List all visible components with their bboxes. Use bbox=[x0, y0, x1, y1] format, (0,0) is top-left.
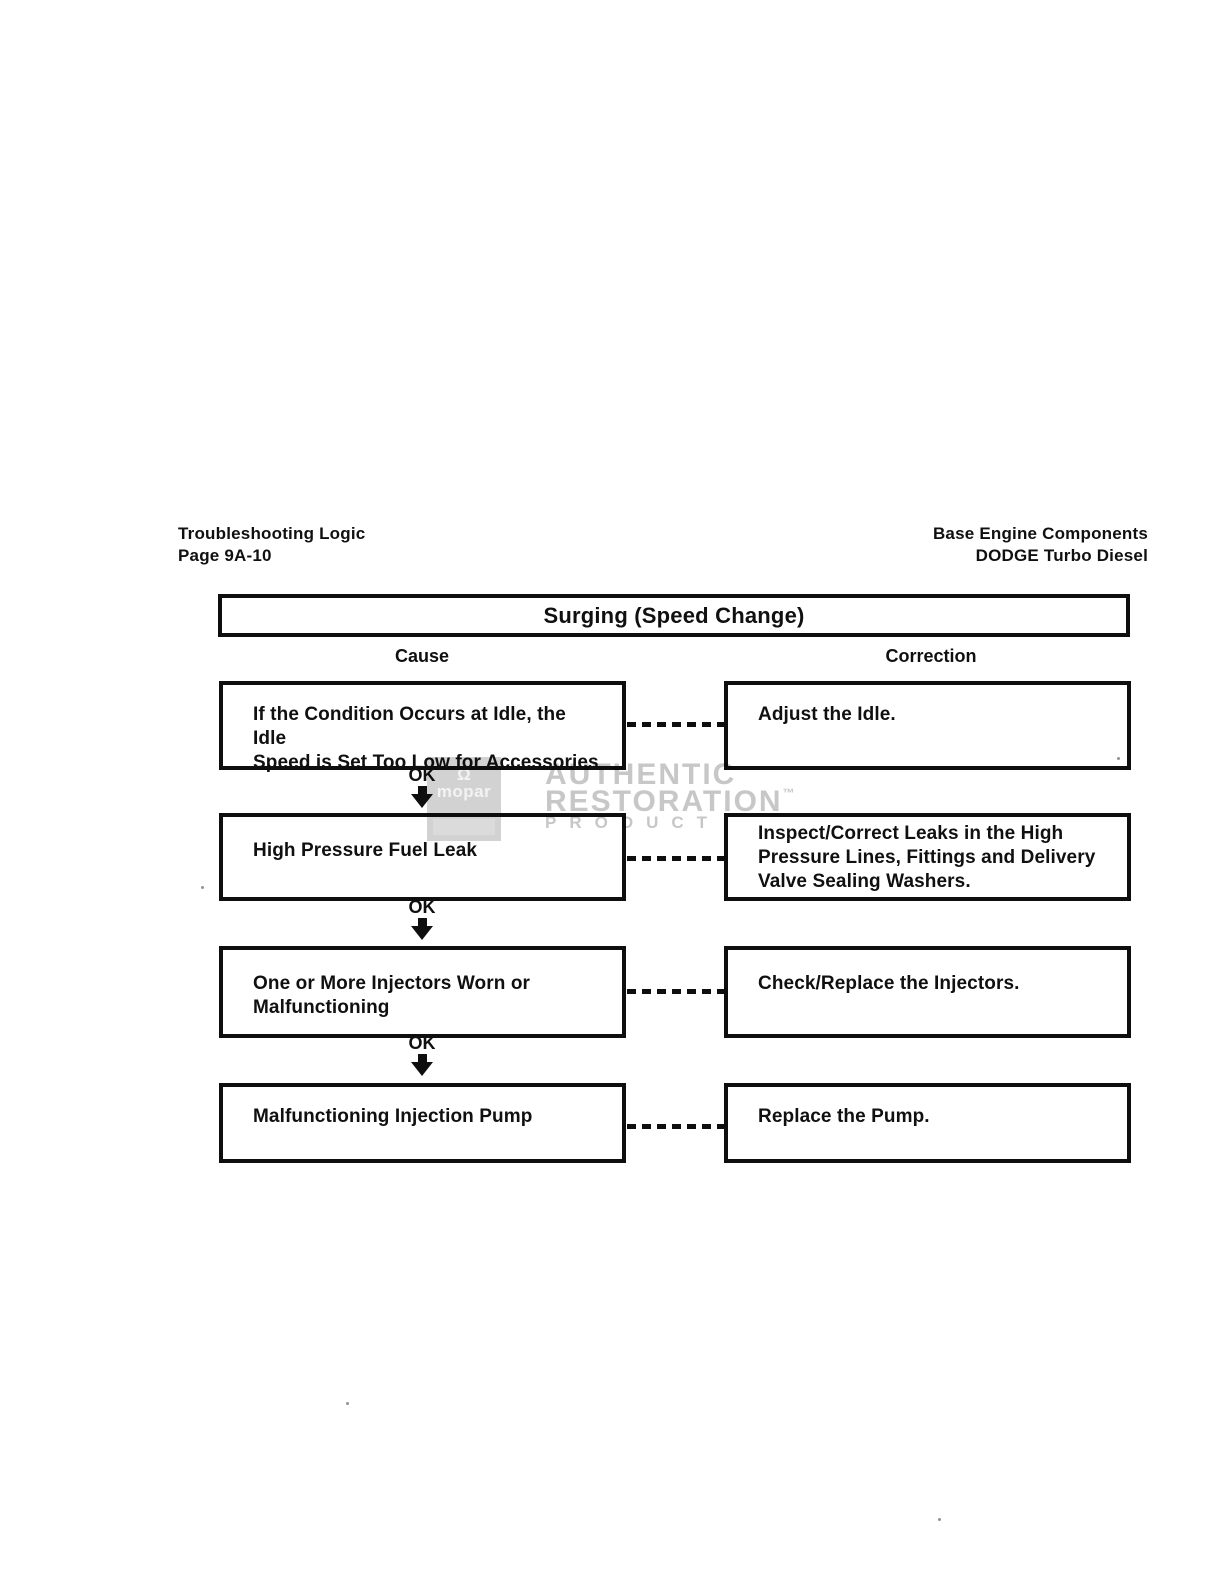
scan-speck bbox=[1117, 757, 1120, 760]
trademark-symbol: ™ bbox=[782, 786, 795, 800]
vehicle-title: DODGE Turbo Diesel bbox=[975, 546, 1148, 565]
scan-speck bbox=[201, 886, 204, 889]
connector-dashed-4 bbox=[627, 1124, 724, 1129]
flowchart-title: Surging (Speed Change) bbox=[543, 602, 805, 628]
cause-box-3: One or More Injectors Worn or Malfunctio… bbox=[219, 946, 626, 1038]
ok-label: OK bbox=[408, 765, 436, 785]
chapter-title: Base Engine Components bbox=[932, 524, 1148, 543]
cause-box-4: Malfunctioning Injection Pump bbox=[219, 1083, 626, 1163]
header-left: Troubleshooting Logic Page 9A-10 bbox=[178, 523, 365, 567]
ok-label: OK bbox=[408, 1033, 436, 1053]
cause-box-2: High Pressure Fuel Leak bbox=[219, 813, 626, 901]
header-right: Base Engine Components DODGE Turbo Diese… bbox=[933, 523, 1148, 567]
correction-box-4: Replace the Pump. bbox=[724, 1083, 1131, 1163]
correction-box-1: Adjust the Idle. bbox=[724, 681, 1131, 770]
correction-box-2: Inspect/Correct Leaks in the High Pressu… bbox=[724, 813, 1131, 901]
down-arrow-icon bbox=[417, 786, 427, 794]
ok-arrow-block-3: OK bbox=[397, 1034, 447, 1076]
down-arrow-icon bbox=[417, 918, 427, 926]
scan-speck bbox=[938, 1518, 941, 1521]
cause-box-1: If the Condition Occurs at Idle, the Idl… bbox=[219, 681, 626, 773]
section-title: Troubleshooting Logic bbox=[178, 524, 366, 543]
down-arrow-icon bbox=[417, 1054, 427, 1062]
connector-dashed-2 bbox=[627, 856, 724, 861]
ok-arrow-block-1: OK bbox=[397, 766, 447, 808]
ok-label: OK bbox=[408, 897, 436, 917]
scan-speck bbox=[346, 1402, 349, 1405]
ok-arrow-block-2: OK bbox=[397, 898, 447, 940]
correction-box-3: Check/Replace the Injectors. bbox=[724, 946, 1131, 1038]
column-label-cause: Cause bbox=[394, 646, 450, 666]
connector-dashed-1 bbox=[627, 722, 724, 727]
flowchart-title-box: Surging (Speed Change) bbox=[218, 594, 1130, 637]
connector-dashed-3 bbox=[627, 989, 724, 994]
column-label-correction: Correction bbox=[885, 646, 977, 666]
page-number: Page 9A-10 bbox=[178, 546, 272, 565]
